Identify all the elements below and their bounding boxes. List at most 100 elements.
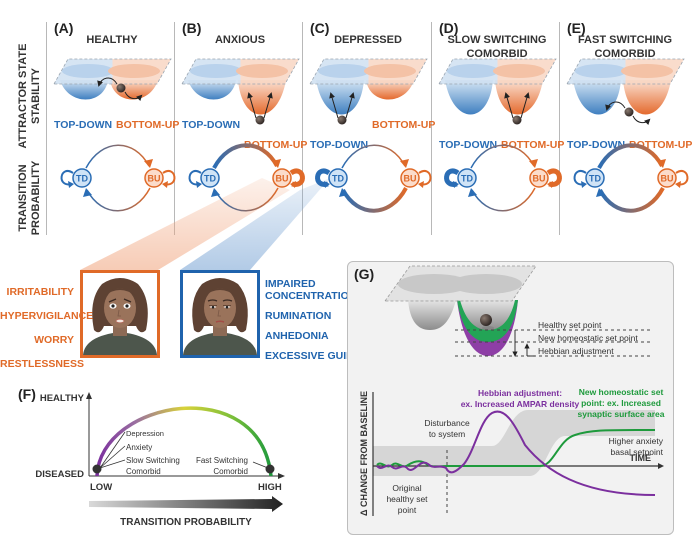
bu-to-td-arrow: [471, 187, 536, 212]
bu-node: [272, 168, 292, 188]
symptom-worry: WORRY: [34, 334, 74, 346]
switch-arrow-icon: [124, 91, 143, 101]
label-comorbid: Comorbid: [126, 467, 161, 476]
panel-title: HEALTHY: [50, 33, 174, 47]
label-hebbian-adjustment: Hebbian adjustment: [538, 346, 614, 356]
well-rim: [621, 64, 673, 78]
state-ball-icon: [480, 314, 492, 326]
bottom-up-label: BOTTOM-UP: [372, 119, 435, 131]
top-down-well: [188, 80, 236, 100]
health-arch-curve: [95, 406, 273, 477]
escape-arrow-icon: [263, 92, 273, 119]
bu-to-td-arrow: [598, 187, 665, 213]
x-label-low: LOW: [90, 482, 112, 493]
bu-self-loop: [675, 170, 689, 186]
separator: [174, 22, 175, 235]
symptom-rumination: RUMINATION: [265, 310, 332, 322]
original-line2: healthy set: [386, 494, 428, 504]
arrowhead-icon: [162, 181, 168, 188]
panel-g-chart: Healthy set point New homeostatic set po…: [359, 265, 665, 516]
label-new-homeostatic: New homeostatic set point: [538, 333, 638, 343]
bu-to-td-arrow: [86, 187, 151, 212]
escape-arrow-icon: [520, 92, 530, 119]
arrowhead-icon: [675, 181, 681, 188]
arrowhead-icon: [400, 159, 409, 168]
td-self-loop: [188, 170, 202, 186]
leader-line: [99, 459, 126, 469]
td-to-bu-arrow: [85, 144, 150, 169]
symptom-anhedonia: ANHEDONIA: [265, 330, 329, 342]
transition-diagram-4: TD BU: [573, 143, 689, 213]
td-to-bu-arrow: [341, 144, 406, 169]
td-node-label: TD: [332, 174, 344, 184]
bu-node-label: BU: [661, 174, 674, 184]
bu-to-td-arrow: [214, 187, 279, 212]
state-ball-icon: [116, 83, 126, 93]
td-to-bu-arrow: [470, 144, 535, 169]
td-node-label: TD: [461, 174, 473, 184]
disturbance-line1: Disturbance: [424, 418, 470, 428]
td-node-label: TD: [204, 174, 216, 184]
label-fast-switching: Fast Switching: [196, 456, 248, 465]
well-rim: [447, 64, 499, 78]
x-label-high: HIGH: [258, 482, 282, 493]
td-node: [72, 168, 92, 188]
state-ball-icon: [337, 115, 347, 125]
escape-arrow-icon: [247, 92, 257, 119]
symptom-impaired: IMPAIRED: [265, 278, 316, 290]
y-axis-arrow-icon: [86, 392, 92, 399]
symptom-concentration: CONCENTRATION: [265, 290, 357, 302]
disturbance-line2: to system: [429, 429, 465, 439]
well-rim: [236, 64, 288, 78]
bottom-up-label: BOTTOM-UP: [501, 139, 564, 151]
separator: [431, 22, 432, 235]
bu-node: [400, 168, 420, 188]
bu-node-label: BU: [148, 174, 161, 184]
label-comorbid-high: Comorbid: [213, 467, 248, 476]
arrowhead-icon: [290, 181, 296, 188]
hebbian-curve: [376, 410, 656, 496]
symptom-hypervigilance: HYPERVIGILANCE: [0, 310, 94, 322]
leader-line: [252, 461, 269, 469]
arrowhead-icon: [581, 181, 587, 188]
bottom-up-label: BOTTOM-UP: [116, 119, 179, 131]
bottom-up-well: [238, 80, 286, 115]
leader-line: [99, 431, 126, 469]
time-arrow-icon: [658, 463, 664, 469]
arrowhead-icon: [339, 188, 348, 197]
top-down-label: TOP-DOWN: [567, 139, 625, 151]
td-self-loop: [573, 170, 587, 186]
projection-beam-anxious: [80, 178, 290, 270]
x-axis-title: TRANSITION PROBABILITY: [120, 517, 252, 528]
td-node-label: TD: [589, 174, 601, 184]
original-line3: point: [398, 505, 417, 515]
td-self-loop: [444, 168, 460, 187]
well-rim: [318, 64, 370, 78]
panel-title-line: COMORBID: [466, 48, 528, 60]
panel-title-line: FAST SWITCHING: [577, 34, 673, 46]
td-node: [328, 168, 348, 188]
escape-arrow-icon: [329, 92, 339, 119]
arrowhead-icon: [453, 181, 459, 188]
well-rim: [108, 64, 160, 78]
homeo-note-line2: point: ex. Increased: [581, 398, 661, 408]
hebbian-note-line2: ex. Increased AMPAR density: [461, 399, 580, 409]
symptom-list-depressed: IMPAIRED CONCENTRATION RUMINATION ANHEDO…: [265, 278, 375, 362]
panel-letter: (A): [54, 20, 74, 36]
td-node-label: TD: [76, 174, 88, 184]
hebbian-note-line1: Hebbian adjustment:: [478, 388, 562, 398]
state-ball-icon: [624, 107, 634, 117]
y-axis-title: Δ CHANGE FROM BASELINE: [359, 391, 369, 516]
bu-node: [144, 168, 164, 188]
top-down-well: [573, 80, 621, 115]
face-anxious-icon: [83, 278, 157, 355]
bu-node: [657, 168, 677, 188]
arrowhead-icon: [657, 159, 666, 168]
left-well: [408, 300, 456, 330]
bu-node: [529, 168, 549, 188]
